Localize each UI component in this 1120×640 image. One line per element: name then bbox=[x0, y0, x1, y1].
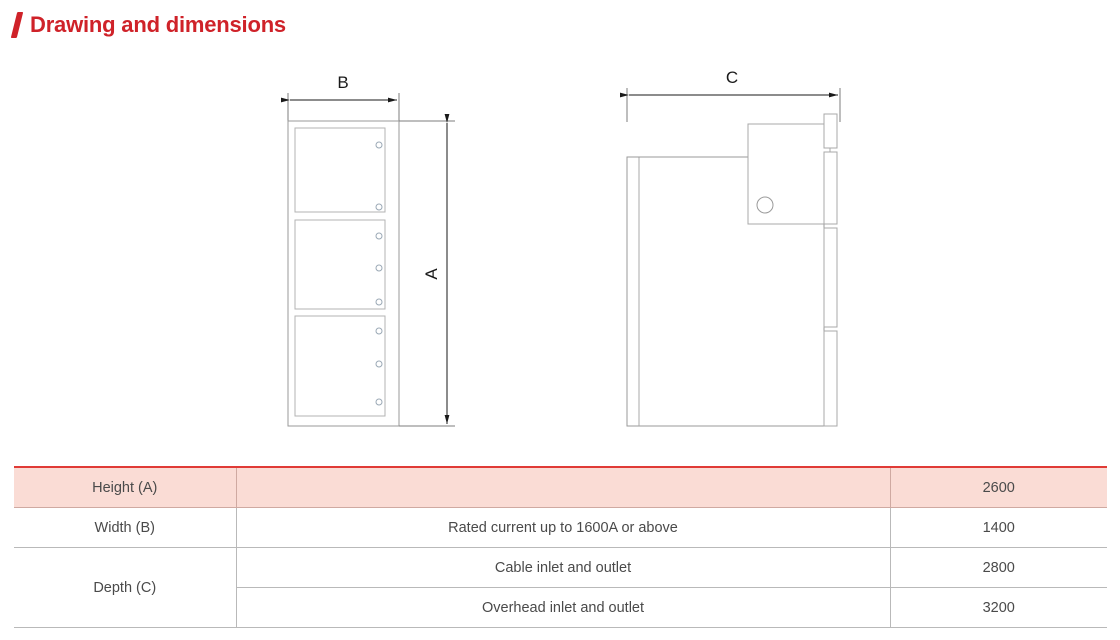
drawing-area: B A bbox=[0, 62, 1120, 457]
table-row: Height (A) 2600 bbox=[14, 466, 1107, 508]
front-view: B A bbox=[281, 73, 455, 427]
dimension-label-c: C bbox=[726, 68, 738, 87]
page-title-text: Drawing and dimensions bbox=[30, 12, 286, 37]
row-desc-height bbox=[235, 466, 890, 508]
dimensions-table-wrap: Height (A) 2600 Width (B) Rated current … bbox=[14, 466, 1107, 628]
table-row: Depth (C) Cable inlet and outlet 2800 bbox=[14, 547, 1107, 628]
page-title: Drawing and dimensions bbox=[10, 12, 286, 38]
dimensions-table: Height (A) 2600 Width (B) Rated current … bbox=[14, 466, 1107, 628]
row-label-height: Height (A) bbox=[14, 466, 236, 508]
table-row: Overhead inlet and outlet 3200 bbox=[14, 587, 1107, 628]
title-slash-icon bbox=[10, 12, 24, 38]
row-value-depth-cable: 2800 bbox=[889, 547, 1107, 588]
row-value-width: 1400 bbox=[889, 507, 1107, 548]
dimension-label-a: A bbox=[422, 268, 441, 280]
row-value-depth-overhead: 3200 bbox=[889, 587, 1107, 628]
side-view: C bbox=[620, 68, 841, 427]
row-label-width: Width (B) bbox=[14, 507, 236, 548]
row-label-depth: Depth (C) bbox=[14, 547, 236, 628]
dimension-label-b: B bbox=[337, 73, 348, 92]
row-desc-depth-cable: Cable inlet and outlet bbox=[235, 547, 890, 588]
row-value-height: 2600 bbox=[889, 466, 1107, 508]
table-row: Width (B) Rated current up to 1600A or a… bbox=[14, 507, 1107, 548]
row-desc-depth-overhead: Overhead inlet and outlet bbox=[235, 587, 890, 628]
row-desc-width: Rated current up to 1600A or above bbox=[235, 507, 890, 548]
